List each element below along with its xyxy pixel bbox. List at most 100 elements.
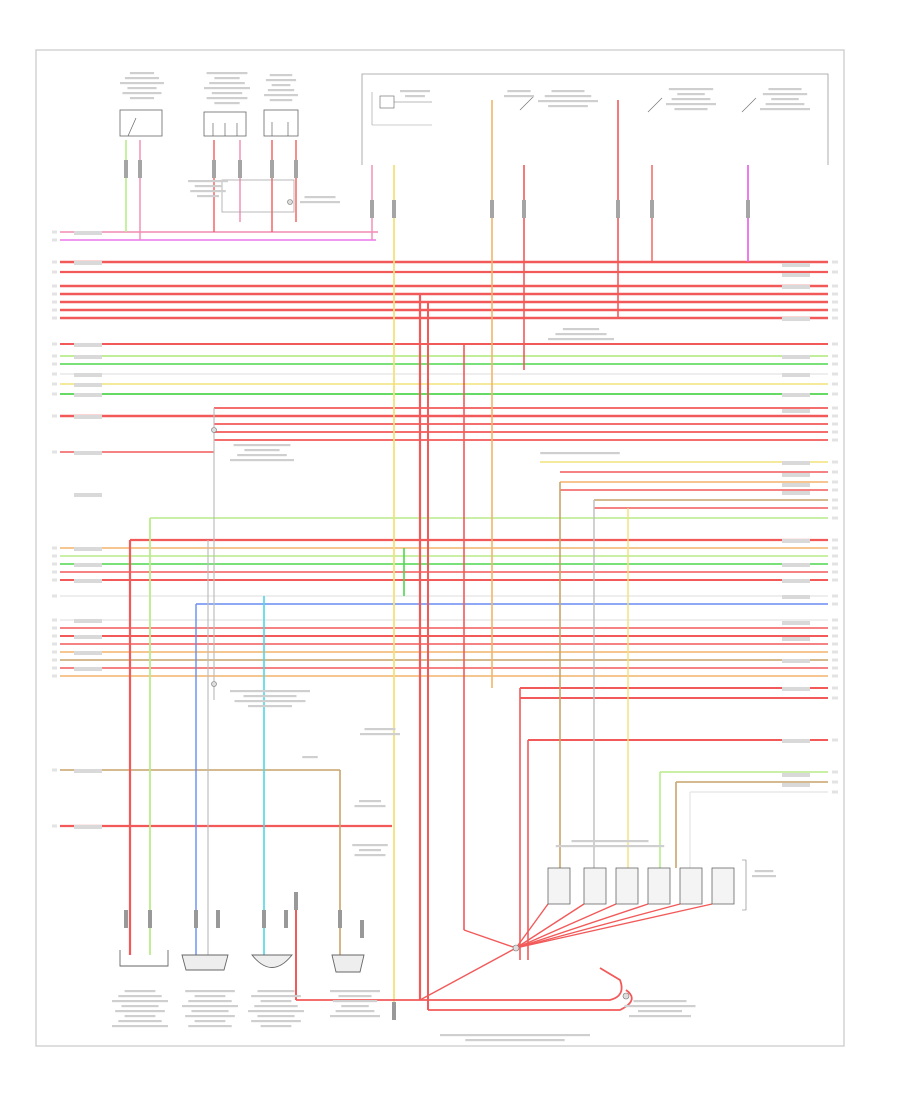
pin-right-37 xyxy=(832,618,838,622)
annotation-line xyxy=(666,103,716,106)
annotation-line xyxy=(555,845,665,848)
annotation-line xyxy=(555,333,607,336)
pin-right-39 xyxy=(832,634,838,638)
annotation-line xyxy=(507,90,531,93)
top-connector-pin-10 xyxy=(212,160,216,178)
annotation-line xyxy=(354,805,386,808)
top-connector-pin-13 xyxy=(294,160,298,178)
annotation-line xyxy=(248,1010,304,1013)
diagram-border xyxy=(35,49,845,1047)
sensor-connector-pin-8 xyxy=(360,920,364,938)
ground-fan-1 xyxy=(515,903,549,949)
annotation-line xyxy=(551,90,585,93)
wire-label-2 xyxy=(782,273,810,277)
pin-left-8 xyxy=(52,308,57,312)
pin-left-5 xyxy=(52,284,57,288)
annotation-line xyxy=(540,452,620,455)
pin-right-29 xyxy=(832,538,838,542)
annotation-19 xyxy=(440,1034,590,1042)
pin-left-17 xyxy=(52,414,57,418)
annotation-line xyxy=(194,1020,226,1023)
annotation-line xyxy=(440,1034,590,1037)
pin-left-2 xyxy=(52,238,57,242)
annotation-14 xyxy=(230,690,310,708)
annotation-line xyxy=(120,82,164,85)
annotation-line xyxy=(771,98,799,101)
top-connector-pin-11 xyxy=(238,160,242,178)
annotation-11 xyxy=(548,328,614,341)
annotation-18 xyxy=(624,1000,696,1018)
annotation-line xyxy=(629,1015,691,1018)
wire-label-10 xyxy=(782,473,810,477)
annotation-line xyxy=(674,108,708,111)
annotation-line xyxy=(465,1039,565,1042)
connector-group xyxy=(74,160,810,1020)
pin-right-42 xyxy=(832,658,838,662)
pin-left-42 xyxy=(52,658,57,662)
annotation-6 xyxy=(538,90,598,108)
pin-right-7 xyxy=(832,300,838,304)
annotation-10 xyxy=(300,196,340,204)
pin-right-41 xyxy=(832,650,838,654)
pin-left-14 xyxy=(52,382,57,386)
pin-right-6 xyxy=(832,292,838,296)
ground-fan-4 xyxy=(515,903,649,949)
bottom-sensor-group xyxy=(119,950,365,973)
wire-label-19 xyxy=(782,659,810,663)
annotation-2 xyxy=(204,72,250,105)
wire-label-34 xyxy=(74,547,102,551)
annotation-15 xyxy=(302,756,318,759)
wire-label-7 xyxy=(782,393,810,397)
annotation-line xyxy=(330,990,380,993)
wire-label-20 xyxy=(782,687,810,691)
ground-return-path xyxy=(296,967,623,1001)
wire-label-14 xyxy=(782,563,810,567)
pin-left-15 xyxy=(52,392,57,396)
sensor-connector-pin-1 xyxy=(124,910,128,928)
annotation-17 xyxy=(352,844,388,857)
pin-left-13 xyxy=(52,372,57,376)
annotation-line xyxy=(760,108,810,111)
pin-right-32 xyxy=(832,562,838,566)
pin-right-5 xyxy=(832,284,838,288)
annotation-16 xyxy=(354,800,386,808)
annotation-line xyxy=(124,1015,156,1018)
annotation-line xyxy=(185,990,235,993)
pin-left-7 xyxy=(52,300,57,304)
wire-label-9 xyxy=(782,461,810,465)
wire-label-25 xyxy=(74,261,102,265)
annotation-line xyxy=(122,92,162,95)
wire-label-8 xyxy=(782,409,810,413)
splice-box xyxy=(221,179,295,213)
wire-label-16 xyxy=(782,595,810,599)
pin-right-36 xyxy=(832,602,838,606)
pin-right-40 xyxy=(832,642,838,646)
annotation-line xyxy=(254,1005,298,1008)
annotation-25 xyxy=(360,728,400,736)
pin-left-43 xyxy=(52,666,57,670)
annotation-line xyxy=(206,97,248,100)
wire-label-3 xyxy=(782,285,810,289)
pin-right-19 xyxy=(832,430,838,434)
wire-label-36 xyxy=(74,579,102,583)
annotation-line xyxy=(352,844,388,847)
pin-right-25 xyxy=(832,488,838,492)
annotation-line xyxy=(548,105,588,108)
pin-left-6 xyxy=(52,292,57,296)
wire-label-11 xyxy=(782,483,810,487)
annotation-line xyxy=(762,93,808,96)
pin-left-3 xyxy=(52,260,57,264)
wire-label-13 xyxy=(782,539,810,543)
sensor-connector-left xyxy=(119,109,163,137)
annotation-line xyxy=(194,185,222,188)
top-connector-pin-4 xyxy=(522,200,526,218)
annotation-23 xyxy=(248,990,304,1028)
annotation-line xyxy=(562,328,600,331)
wire-label-31 xyxy=(74,415,102,419)
sensor-connector-pin-5 xyxy=(262,910,266,928)
pin-left-9 xyxy=(52,316,57,320)
pin-left-35 xyxy=(52,594,57,598)
annotation-line xyxy=(197,195,219,198)
annotation-line xyxy=(233,444,291,447)
annotation-line xyxy=(185,1015,235,1018)
